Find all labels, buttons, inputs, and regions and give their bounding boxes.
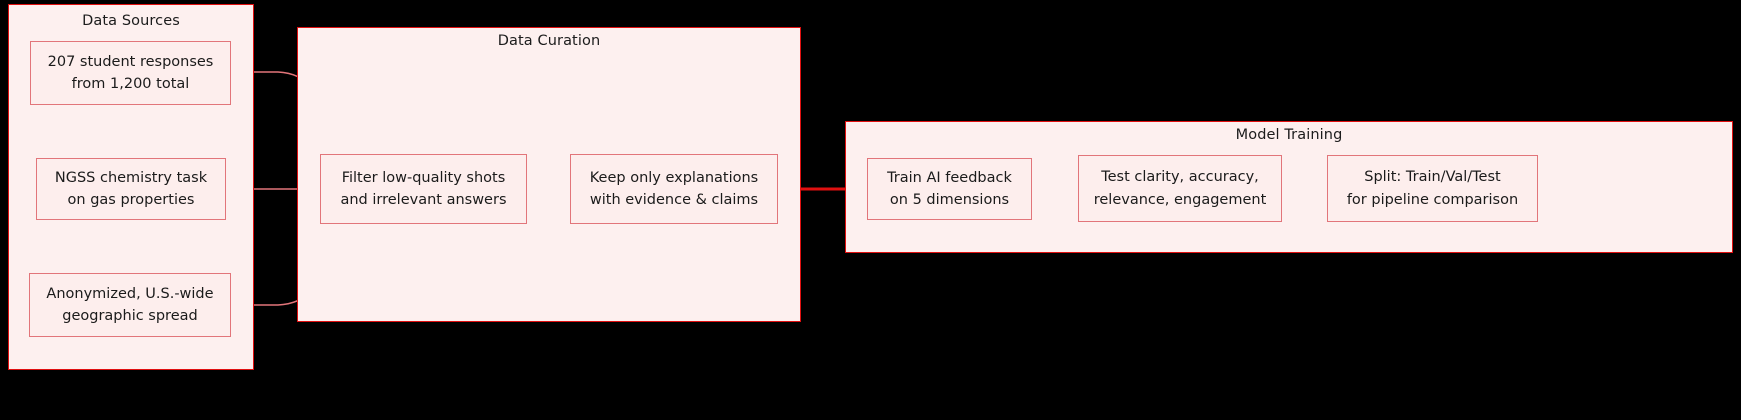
node-label-split-datasets: Split: Train/Val/Test for pipeline compa… [1346,169,1519,208]
node-keep-explanations[interactable]: Keep only explanations with evidence & c… [570,154,778,224]
node-test-dimensions[interactable]: Test clarity, accuracy, relevance, engag… [1078,155,1282,222]
node-label-test-dimensions: Test clarity, accuracy, relevance, engag… [1093,169,1267,208]
node-student-responses[interactable]: 207 student responses from 1,200 total [30,41,231,105]
node-split-datasets[interactable]: Split: Train/Val/Test for pipeline compa… [1327,155,1538,222]
node-anonymized-spread[interactable]: Anonymized, U.S.-wide geographic spread [29,273,231,337]
node-label-train-ai-feedback: Train AI feedback on 5 dimensions [887,169,1012,208]
node-ngss-task[interactable]: NGSS chemistry task on gas properties [36,158,226,220]
node-label-ngss-task: NGSS chemistry task on gas properties [54,169,208,208]
node-label-filter-low-quality: Filter low-quality shots and irrelevant … [340,169,507,208]
node-label-anonymized-spread: Anonymized, U.S.-wide geographic spread [46,285,214,324]
node-train-ai-feedback[interactable]: Train AI feedback on 5 dimensions [867,158,1032,220]
cluster-title-data-sources: Data Sources [82,13,180,29]
node-label-keep-explanations: Keep only explanations with evidence & c… [589,169,759,208]
cluster-title-model-training: Model Training [1235,127,1343,143]
node-filter-low-quality[interactable]: Filter low-quality shots and irrelevant … [320,154,527,224]
cluster-title-data-curation: Data Curation [497,33,601,49]
node-label-student-responses: 207 student responses from 1,200 total [47,53,214,92]
